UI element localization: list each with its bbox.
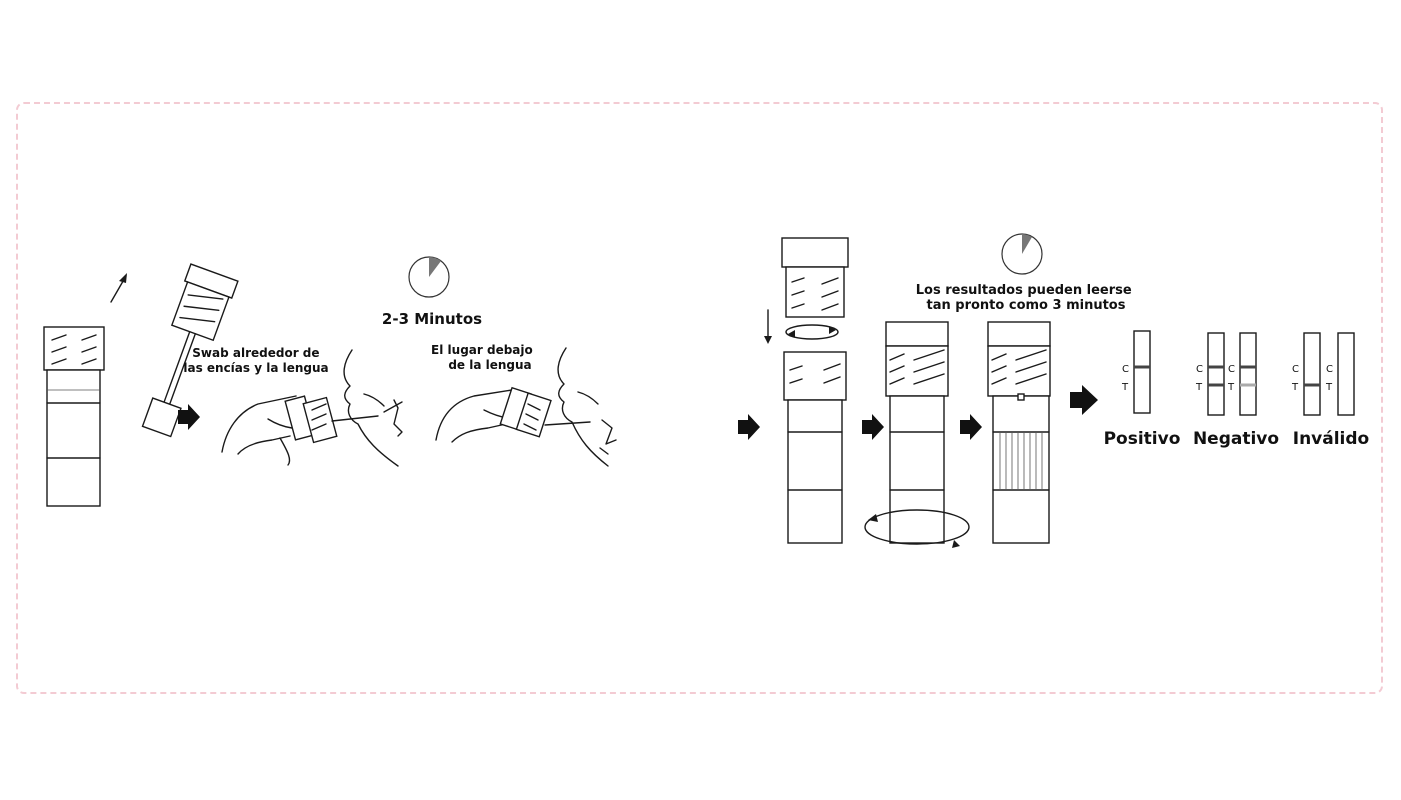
under-tongue-illustration [435, 347, 617, 467]
swab-gums-illustration [221, 349, 403, 467]
step-arrow-icon [862, 414, 884, 440]
result-label-negative: Negativo [1193, 429, 1279, 449]
swab-caption-line-1: Swab alrededor de [192, 346, 319, 360]
result-label-positive: Positivo [1104, 429, 1181, 449]
test-line-label: T [1121, 382, 1129, 393]
test-line-label: T [1227, 382, 1235, 393]
control-line-label: C [1292, 364, 1299, 375]
up-arrow-icon [110, 273, 127, 303]
result-strip-positive: C T [1121, 330, 1151, 414]
control-line-label: C [1228, 364, 1235, 375]
swab-caption-line-2: las encías y la lengua [183, 361, 328, 375]
step-arrow-icon [1070, 385, 1098, 415]
result-strip-negative: C T C T [1195, 332, 1257, 416]
results-caption: Los resultados pueden leerse tan pronto … [916, 283, 1137, 313]
test-line-label: T [1291, 382, 1299, 393]
step-arrow-icon [960, 414, 982, 440]
swab-stick [141, 263, 239, 438]
under-tongue-caption-line-2: de la lengua [448, 358, 531, 372]
timer-clock-icon [408, 256, 450, 298]
step-arrow-icon [178, 404, 200, 430]
result-strip-invalid: C T C T [1291, 332, 1355, 416]
timer-label: 2-3 Minutos [382, 310, 482, 328]
result-label-invalid: Inválido [1293, 429, 1369, 449]
results-caption-line-1: Los resultados pueden leerse [916, 283, 1132, 298]
control-line-label: C [1122, 364, 1129, 375]
tube-with-cap [43, 326, 105, 507]
results-caption-line-2: tan pronto como 3 minutos [927, 298, 1126, 313]
tube-rotate [864, 321, 970, 548]
tube-activated [987, 321, 1051, 544]
under-tongue-caption-line-1: El lugar debajo [431, 343, 533, 357]
test-line-label: T [1325, 382, 1333, 393]
test-line-label: T [1195, 382, 1203, 393]
under-tongue-caption: El lugar debajo de la lengua [431, 343, 537, 372]
control-line-label: C [1196, 364, 1203, 375]
cap-screw-on [764, 237, 849, 544]
step-arrow-icon [738, 414, 760, 440]
control-line-label: C [1326, 364, 1333, 375]
swab-caption: Swab alrededor de las encías y la lengua [183, 346, 328, 375]
dashed-frame [16, 102, 1383, 694]
timer-clock-icon [1001, 233, 1043, 275]
